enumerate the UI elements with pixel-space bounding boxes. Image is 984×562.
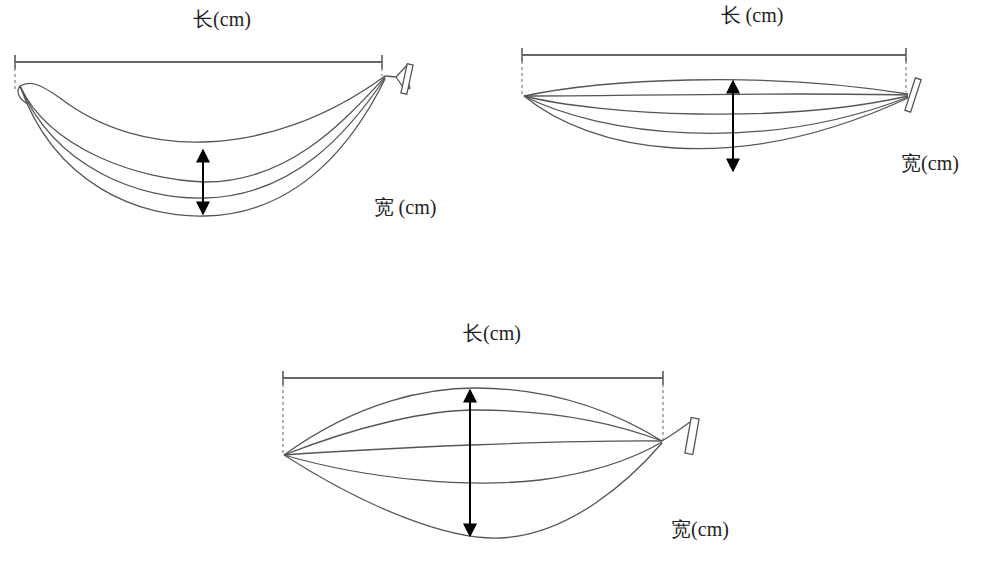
dimension-label: 长(cm) <box>463 322 521 344</box>
dimension-label: 宽(cm) <box>671 518 729 540</box>
width-arrow <box>732 81 734 171</box>
width-arrow <box>202 150 204 214</box>
width-arrow <box>469 390 471 536</box>
dimension-label: 宽(cm) <box>901 152 959 174</box>
boat-pod <box>522 48 921 149</box>
lens-pod <box>283 371 699 538</box>
curved-pod <box>15 55 413 216</box>
dimension-label: 宽 (cm) <box>374 196 437 218</box>
dimension-label: 长 (cm) <box>721 4 784 26</box>
dimension-label: 长(cm) <box>193 8 251 30</box>
